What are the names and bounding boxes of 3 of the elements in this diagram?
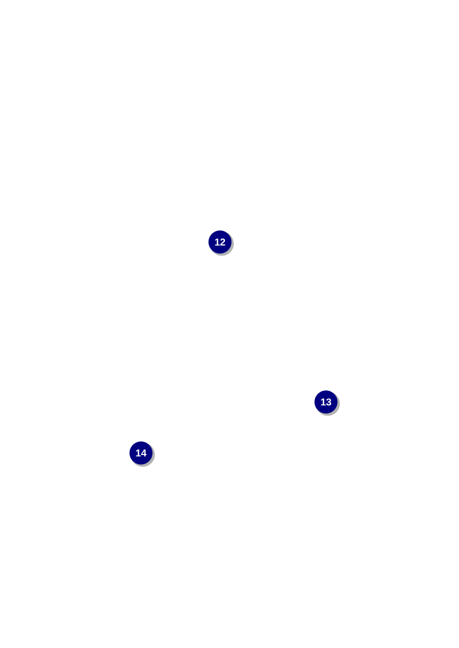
callout-number: 12 [208,230,234,256]
callout-number: 14 [130,442,155,467]
callout-number: 13 [314,390,340,416]
